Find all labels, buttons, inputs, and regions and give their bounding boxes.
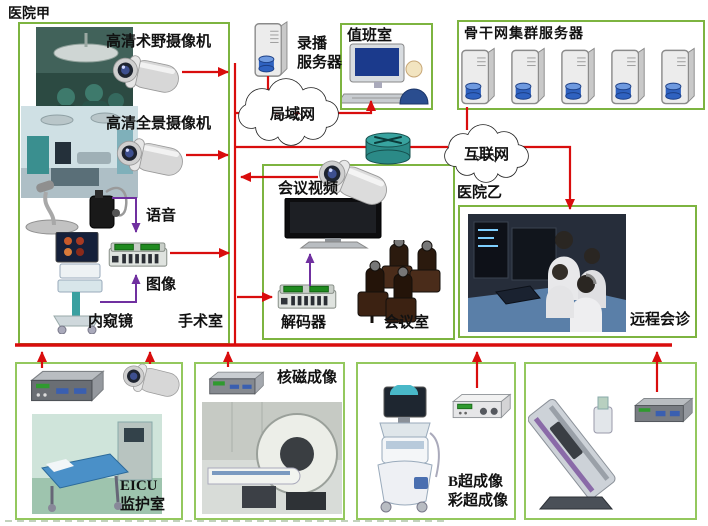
conference-room-label: 会议室 (384, 315, 430, 331)
b-ultrasound-label-line: B超成像 (448, 474, 504, 490)
hospital-b-label: 医院乙 (457, 185, 503, 201)
backbone-servers-label: 骨干网集群服务器 (464, 27, 584, 42)
conference-chairs-image (352, 240, 444, 324)
mri-encoder-icon (203, 366, 265, 400)
encoder-icon (108, 242, 168, 268)
microphone-icon (24, 180, 89, 235)
eicu-camera-icon (118, 355, 187, 407)
consultation-photo (468, 214, 626, 332)
eicu-encoder-icon (18, 367, 110, 405)
lan-label: 局域网 (270, 107, 316, 123)
backbone-server-icon (660, 46, 698, 106)
color-ultrasound-label-line: 彩超成像 (448, 493, 509, 509)
decoder-label: 解码器 (281, 315, 327, 331)
backbone-server-icon (510, 46, 548, 106)
xray-box (524, 362, 697, 520)
ct-scanner-photo (202, 402, 342, 514)
recording-server-label: 录播 服务器 (297, 35, 342, 73)
operating-room-label: 手术室 (178, 314, 224, 330)
tv-icon (283, 198, 383, 250)
backbone-server-icon (460, 46, 498, 106)
hospital-a-label: 医院甲 (8, 7, 50, 22)
hospital-b-box (458, 205, 697, 338)
eicu-label-line1: EICU (120, 478, 158, 494)
backbone-server-icon (610, 46, 648, 106)
ultrasound-box (356, 362, 516, 520)
mri-label: 核磁成像 (277, 370, 338, 386)
backbone-server-box (457, 20, 705, 110)
eicu-photo (32, 414, 162, 514)
ultrasound-encoder-icon (446, 388, 512, 424)
xray-encoder-icon (628, 392, 694, 428)
surgical-camera-icon (109, 48, 188, 102)
backbone-server-icon (560, 46, 598, 106)
mri-box (194, 362, 345, 520)
xray-machine-image (528, 385, 628, 513)
ultrasound-cart-image (362, 385, 447, 513)
image-signal-label: 图像 (146, 277, 177, 293)
decoder-icon (277, 284, 337, 310)
conference-video-label: 会议视频 (278, 181, 339, 197)
surgical-camera-label: 高清术野摄像机 (106, 34, 212, 50)
endoscope-label: 内窥镜 (88, 314, 134, 330)
eicu-box (15, 362, 183, 520)
endoscope-cart-image (46, 232, 110, 334)
ultrasound-label: B超成像 彩超成像 (448, 473, 508, 511)
voice-label: 语音 (146, 208, 177, 224)
remote-consultation-label: 远程会诊 (630, 312, 691, 328)
duty-person-icon (396, 58, 432, 108)
headset-icon (86, 182, 131, 234)
recording-server-label-line2: 服务器 (297, 55, 343, 71)
recording-server-icon (250, 20, 294, 78)
router-icon (365, 132, 411, 165)
eicu-label: EICU 监护室 (120, 477, 165, 515)
conference-camera-icon (311, 149, 399, 217)
panorama-camera-icon (113, 131, 192, 185)
eicu-label-line2: 监护室 (120, 497, 166, 513)
internet-label: 互联网 (464, 147, 510, 163)
duty-room-label: 值班室 (347, 28, 393, 44)
panorama-camera-label: 高清全景摄像机 (106, 116, 212, 132)
recording-server-label-line1: 录播 (297, 36, 328, 52)
duty-room-box (340, 23, 433, 110)
duty-computer-icon (342, 42, 420, 106)
conference-room-box (262, 164, 455, 340)
